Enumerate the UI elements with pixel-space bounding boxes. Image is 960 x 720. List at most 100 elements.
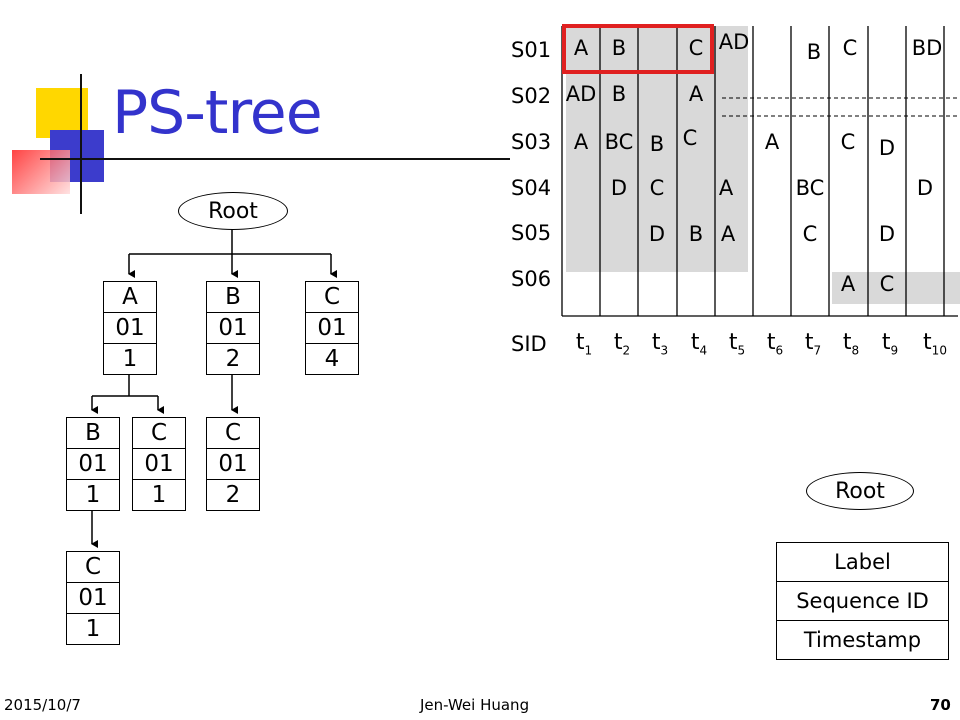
- tree-node-c: C 01 4: [305, 281, 359, 375]
- node-timestamp: 4: [306, 343, 358, 374]
- deco-horizontal-line: [40, 158, 510, 160]
- node-sequence-id: 01: [67, 448, 119, 479]
- node-sequence-id: 01: [133, 448, 185, 479]
- node-label: C: [150, 420, 168, 446]
- node-timestamp: 1: [67, 613, 119, 644]
- time-label-base: t: [690, 330, 700, 355]
- highlight-box: [562, 24, 714, 74]
- sequence-cell: A: [573, 36, 589, 60]
- time-label-t5: t5: [729, 330, 745, 357]
- time-label-base: t: [651, 330, 661, 355]
- seq-label-s05: S05: [511, 221, 552, 245]
- time-label-base: t: [766, 330, 776, 355]
- sequence-cell: C: [802, 222, 818, 246]
- node-timestamp: 1: [104, 343, 156, 374]
- tree-node-b: B 01 2: [206, 281, 260, 375]
- time-label-t6: t6: [767, 330, 783, 357]
- sequence-cell: A: [840, 272, 856, 296]
- page-title: PS-tree: [112, 78, 323, 148]
- node-sequence-id: 01: [104, 312, 156, 343]
- sequence-cell: BC: [795, 176, 825, 200]
- footer-author: Jen-Wei Huang: [420, 696, 530, 714]
- node-label: A: [122, 284, 138, 310]
- sequence-cell: B: [611, 36, 627, 60]
- node-sequence-id: 01: [306, 312, 358, 343]
- time-label-subscript: 1: [584, 343, 593, 358]
- sequence-cell: A: [720, 222, 736, 246]
- time-label-subscript: 9: [890, 343, 899, 358]
- sequence-cell: B: [806, 40, 822, 64]
- shaded-region-main: [566, 26, 748, 272]
- sequence-cell: A: [718, 176, 734, 200]
- time-label-t1: t1: [576, 330, 592, 357]
- time-label-t8: t8: [843, 330, 859, 357]
- seq-label-s04: S04: [511, 176, 552, 200]
- sequence-cell: B: [649, 132, 665, 156]
- deco-red-square: [12, 150, 70, 194]
- time-label-base: t: [728, 330, 738, 355]
- node-label: B: [225, 284, 241, 310]
- tree-node-abc: C 01 1: [66, 551, 120, 645]
- time-label-base: t: [613, 330, 623, 355]
- sid-header: SID: [511, 332, 547, 356]
- tree-root-label: Root: [208, 198, 258, 224]
- tree-node-ab: B 01 1: [66, 417, 120, 511]
- node-timestamp: 2: [207, 343, 259, 374]
- sequence-cell: BD: [911, 36, 943, 60]
- time-label-t4: t4: [691, 330, 707, 357]
- sequence-cell: AD: [565, 82, 597, 106]
- seq-label-s01: S01: [511, 38, 552, 62]
- sequence-cell: B: [611, 82, 627, 106]
- node-timestamp: 2: [207, 479, 259, 510]
- node-label: C: [224, 420, 242, 446]
- legend-root-label: Root: [835, 478, 885, 504]
- legend-label: Label: [834, 550, 891, 574]
- node-label: B: [85, 420, 101, 446]
- sequence-cell: D: [878, 136, 896, 160]
- sequence-cell: D: [648, 222, 666, 246]
- seq-label-s06: S06: [511, 267, 552, 291]
- time-label-base: t: [575, 330, 585, 355]
- sequence-cell: C: [879, 272, 895, 296]
- time-label-subscript: 3: [660, 343, 669, 358]
- node-timestamp: 1: [67, 479, 119, 510]
- sequence-cell: A: [764, 130, 780, 154]
- time-label-base: t: [881, 330, 891, 355]
- sequence-cell: A: [573, 130, 589, 154]
- time-label-subscript: 8: [851, 343, 860, 358]
- legend-timestamp: Timestamp: [777, 620, 948, 659]
- node-sequence-id: 01: [207, 448, 259, 479]
- sequence-cell: D: [610, 176, 628, 200]
- tree-node-ac: C 01 1: [132, 417, 186, 511]
- time-label-t9: t9: [882, 330, 898, 357]
- seq-label-s02: S02: [511, 84, 552, 108]
- sequence-cell: D: [916, 176, 934, 200]
- node-label: C: [84, 554, 102, 580]
- time-label-t3: t3: [652, 330, 668, 357]
- time-label-subscript: 7: [813, 343, 822, 358]
- time-label-subscript: 4: [699, 343, 708, 358]
- sequence-cell: C: [682, 126, 698, 150]
- time-label-subscript: 10: [931, 343, 947, 358]
- time-label-t2: t2: [614, 330, 630, 357]
- sequence-cell: C: [842, 36, 858, 60]
- footer-date: 2015/10/7: [4, 696, 81, 714]
- node-sequence-id: 01: [67, 582, 119, 613]
- sequence-cell: D: [878, 222, 896, 246]
- footer-page: 70: [930, 696, 951, 714]
- deco-yellow-square: [36, 88, 88, 138]
- time-label-subscript: 5: [737, 343, 746, 358]
- time-label-subscript: 2: [622, 343, 631, 358]
- node-timestamp: 1: [133, 479, 185, 510]
- sequence-cell: C: [688, 36, 704, 60]
- legend-node: Label Sequence ID Timestamp: [776, 542, 949, 660]
- time-label-base: t: [804, 330, 814, 355]
- sequence-cell: C: [649, 176, 665, 200]
- tree-root-node: Root: [178, 192, 288, 230]
- time-label-subscript: 6: [775, 343, 784, 358]
- node-sequence-id: 01: [207, 312, 259, 343]
- time-label-base: t: [842, 330, 852, 355]
- sequence-cell: A: [688, 82, 704, 106]
